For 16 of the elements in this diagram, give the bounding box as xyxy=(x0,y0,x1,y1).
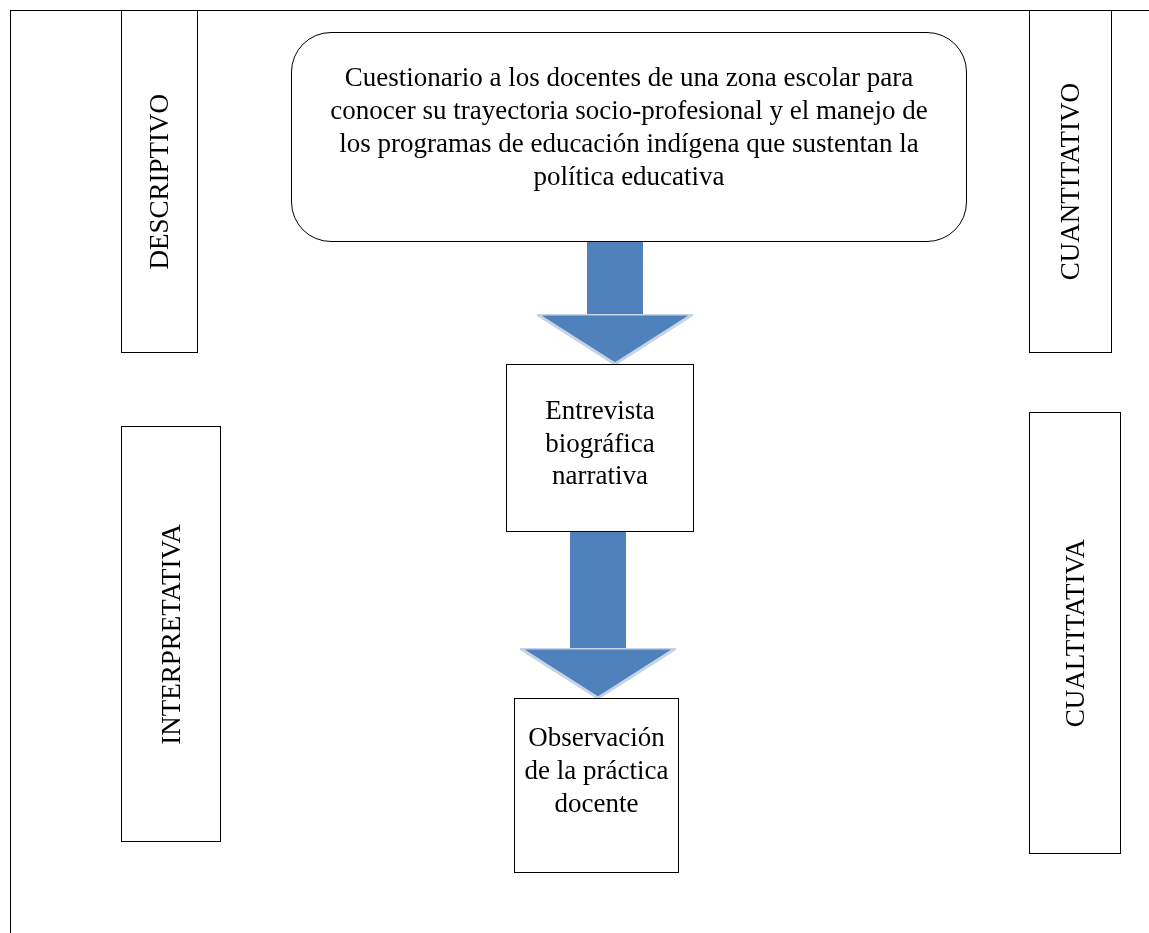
process-box xyxy=(506,364,694,532)
vertical-label-box xyxy=(1029,412,1121,854)
vertical-label-box xyxy=(121,10,198,353)
box-text: Observación de la práctica docente xyxy=(523,721,670,820)
box-text: Cuestionario a los docentes de una zona escolar para conocer su trayectoria socio-profesional y el manejo de los programas de educación indígena que sustentan la política educativa xyxy=(329,61,929,193)
vertical-label: INTERPRETATIVA xyxy=(154,523,187,745)
process-box xyxy=(514,698,679,873)
box-text: Entrevista biográfica narrativa xyxy=(544,393,656,493)
vertical-label-box xyxy=(121,426,221,842)
block-arrow xyxy=(518,532,678,699)
vertical-label: DESCRIPTIVO xyxy=(143,93,176,270)
vertical-label: CUANTITATIVO xyxy=(1054,82,1087,281)
vertical-label-box xyxy=(1029,10,1112,353)
rounded-process-box xyxy=(291,32,967,242)
vertical-label: CUALTITATIVA xyxy=(1058,538,1091,728)
block-arrow xyxy=(535,242,695,365)
